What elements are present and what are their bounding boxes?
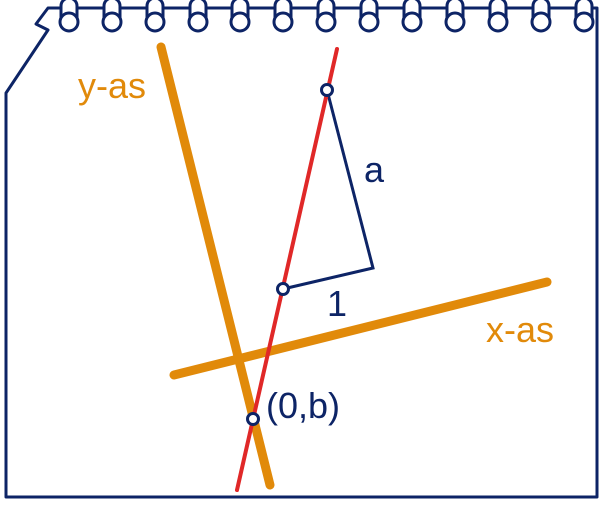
spiral-ring-icon bbox=[530, 0, 552, 33]
spiral-ring-icon bbox=[58, 0, 80, 33]
slope-top-point bbox=[320, 83, 334, 97]
spiral-ring-icon bbox=[187, 0, 209, 33]
slope-triangle bbox=[282, 89, 375, 291]
spiral-ring-icon bbox=[487, 0, 509, 33]
x-axis-line bbox=[169, 277, 552, 380]
spiral-ring-icon bbox=[101, 0, 123, 33]
spiral-ring-icon bbox=[444, 0, 466, 33]
spiral-ring-icon bbox=[573, 0, 595, 33]
y-axis-label: y-as bbox=[78, 65, 146, 106]
slope-base-point bbox=[276, 282, 290, 296]
spiral-ring-icon bbox=[272, 0, 294, 33]
spiral-ring-icon bbox=[144, 0, 166, 33]
spiral-binding bbox=[58, 0, 595, 33]
slope-rise-label: a bbox=[364, 149, 385, 190]
slope-run-label: 1 bbox=[327, 283, 347, 324]
x-axis-label: x-as bbox=[486, 309, 554, 350]
intercept-label: (0,b) bbox=[266, 385, 340, 426]
spiral-ring-icon bbox=[315, 0, 337, 33]
spiral-ring-icon bbox=[229, 0, 251, 33]
spiral-ring-icon bbox=[401, 0, 423, 33]
spiral-ring-icon bbox=[358, 0, 380, 33]
y-intercept-point bbox=[246, 412, 260, 426]
notebook-paper bbox=[4, 6, 599, 499]
y-axis-line bbox=[156, 42, 275, 490]
